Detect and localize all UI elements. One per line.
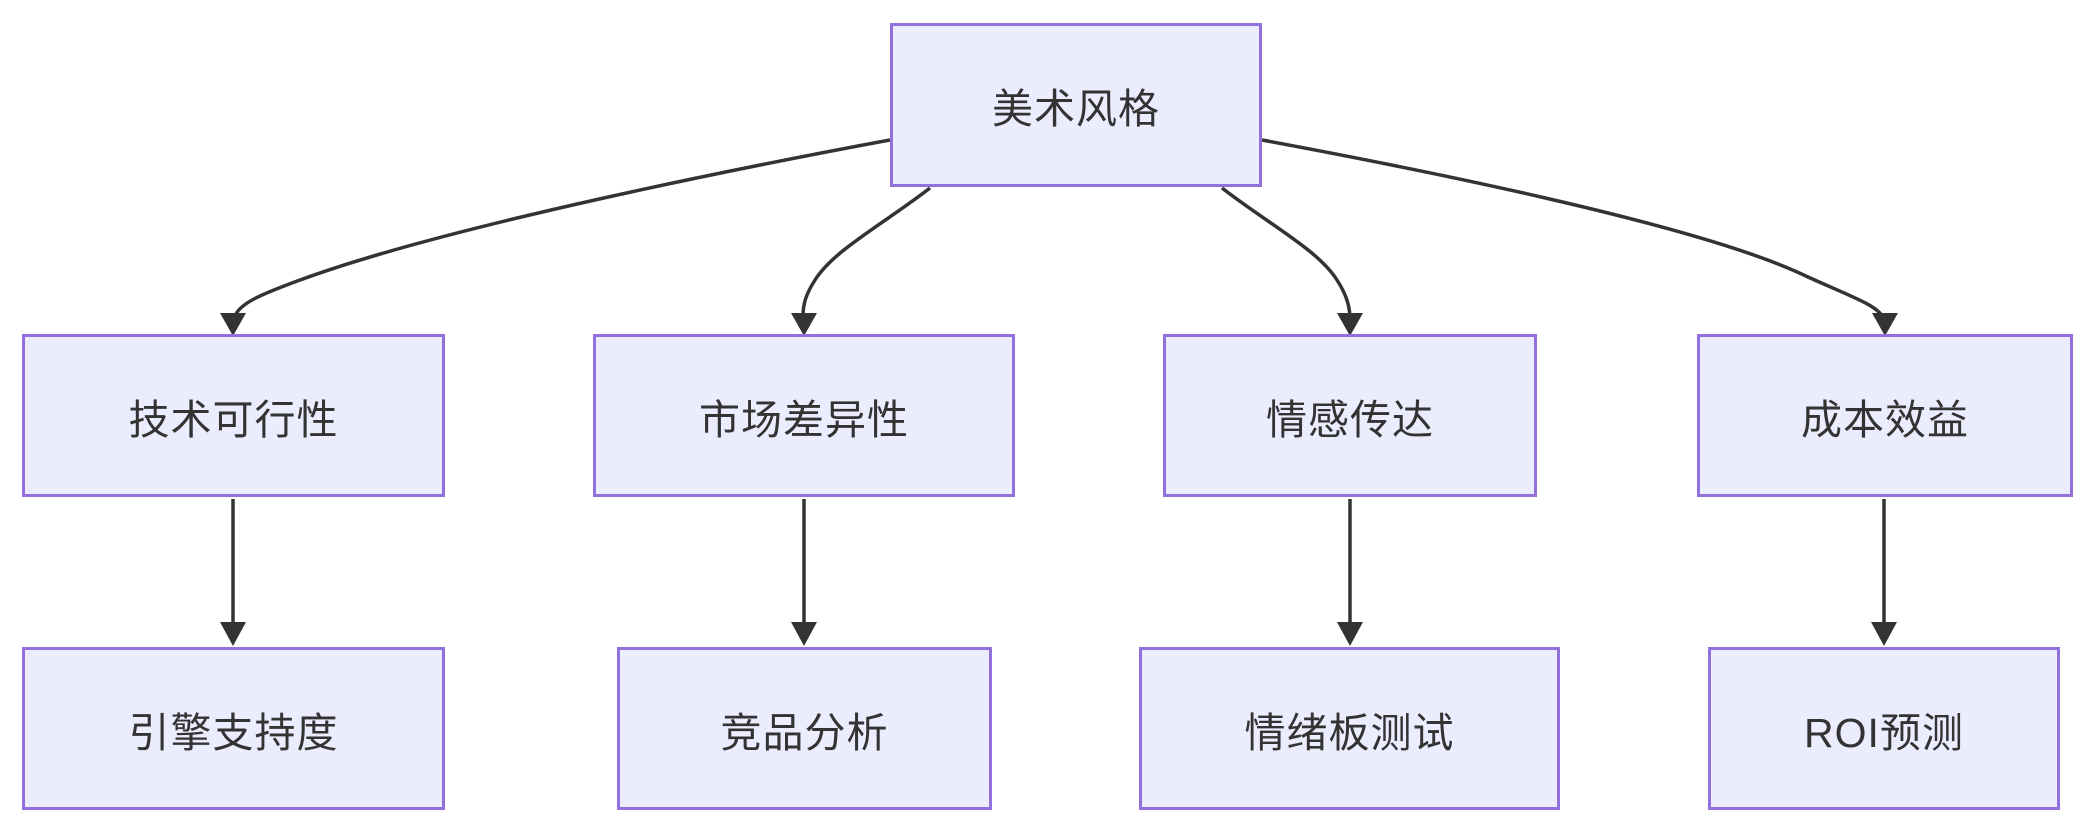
edge-art-style-to-emotion xyxy=(1220,186,1352,317)
node-roi-forecast: ROI预测 xyxy=(1708,647,2060,810)
node-competitor-analysis-label: 竞品分析 xyxy=(720,709,889,756)
arrowhead-cost xyxy=(1872,313,1898,336)
node-art-style-label: 美术风格 xyxy=(992,86,1160,132)
node-market-differentiation-label: 市场差异性 xyxy=(699,396,909,443)
node-emotional-delivery-label: 情感传达 xyxy=(1266,396,1434,443)
edge-art-style-to-tech xyxy=(233,138,891,317)
arrowhead-emotion xyxy=(1337,313,1363,336)
node-engine-support: 引擎支持度 xyxy=(22,647,445,810)
arrowhead-market xyxy=(791,313,817,336)
node-tech-feasibility: 技术可行性 xyxy=(22,334,445,497)
node-roi-forecast-label: ROI预测 xyxy=(1804,709,1964,756)
arrowhead-tech xyxy=(220,313,246,336)
node-competitor-analysis: 竞品分析 xyxy=(617,647,992,810)
arrowhead-roi xyxy=(1871,622,1897,646)
node-moodboard-testing: 情绪板测试 xyxy=(1139,647,1560,810)
edge-art-style-to-cost xyxy=(1261,138,1884,318)
node-tech-feasibility-label: 技术可行性 xyxy=(128,396,339,443)
node-moodboard-testing-label: 情绪板测试 xyxy=(1244,709,1455,756)
node-cost-benefit: 成本效益 xyxy=(1697,334,2073,497)
arrowhead-moodboard xyxy=(1337,622,1363,646)
node-market-differentiation: 市场差异性 xyxy=(593,334,1015,497)
arrowhead-engine xyxy=(220,622,246,646)
edge-art-style-to-market xyxy=(801,186,932,317)
node-art-style: 美术风格 xyxy=(890,23,1262,187)
arrowhead-competitor xyxy=(791,622,817,646)
node-emotional-delivery: 情感传达 xyxy=(1163,334,1537,497)
node-cost-benefit-label: 成本效益 xyxy=(1801,396,1969,443)
node-engine-support-label: 引擎支持度 xyxy=(128,709,339,756)
